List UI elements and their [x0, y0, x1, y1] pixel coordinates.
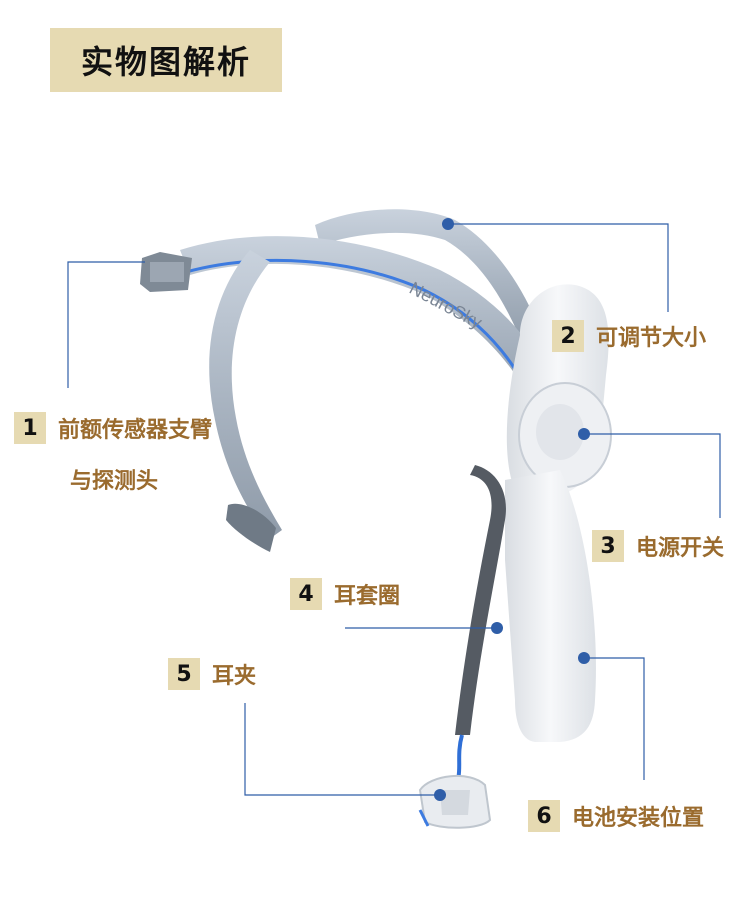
- callout-3-number: 3: [592, 530, 624, 562]
- headset-illustration: NeuroSky: [140, 209, 612, 829]
- page-title: 实物图解析: [80, 43, 251, 81]
- callout-line-2: [448, 223, 669, 312]
- callout-dot-2: [442, 218, 454, 230]
- callout-6-text: 电池安装位置: [572, 806, 705, 831]
- callout-lines: [67, 223, 721, 796]
- callout-5-text: 耳夹: [212, 664, 257, 689]
- battery-arm: [505, 470, 596, 742]
- rear-band: [315, 209, 540, 350]
- callout-1-text-line2: 与探测头: [70, 469, 159, 494]
- callout-3: 3 电源开关: [592, 530, 724, 562]
- callout-line-6: [584, 657, 645, 780]
- callout-line-5: [244, 703, 440, 796]
- callout-2-number: 2: [552, 320, 584, 352]
- callout-dots: [434, 218, 590, 801]
- callout-4-text: 耳套圈: [334, 584, 401, 609]
- callout-2-text: 可调节大小: [596, 326, 707, 351]
- callout-4-number: 4: [290, 578, 322, 610]
- callout-dot-3: [578, 428, 590, 440]
- callout-5-number: 5: [168, 658, 200, 690]
- callout-1-number: 1: [14, 412, 46, 444]
- callout-dot-6: [578, 652, 590, 664]
- callout-6: 6 电池安装位置: [528, 800, 704, 832]
- title-banner: 实物图解析: [50, 28, 282, 92]
- callout-line-1: [67, 261, 145, 388]
- callout-dot-5: [434, 789, 446, 801]
- callout-1-text: 前额传感器支臂: [58, 418, 213, 443]
- callout-4: 4 耳套圈: [290, 578, 400, 610]
- callout-1: 1 前额传感器支臂: [14, 412, 212, 444]
- callout-3-text: 电源开关: [636, 536, 725, 561]
- callout-line-3: [584, 433, 721, 518]
- callout-5: 5 耳夹: [168, 658, 256, 690]
- ear-loop: [455, 465, 506, 735]
- callout-dot-4: [491, 622, 503, 634]
- left-arc: [209, 250, 282, 540]
- callout-2: 2 可调节大小: [552, 320, 706, 352]
- callout-6-number: 6: [528, 800, 560, 832]
